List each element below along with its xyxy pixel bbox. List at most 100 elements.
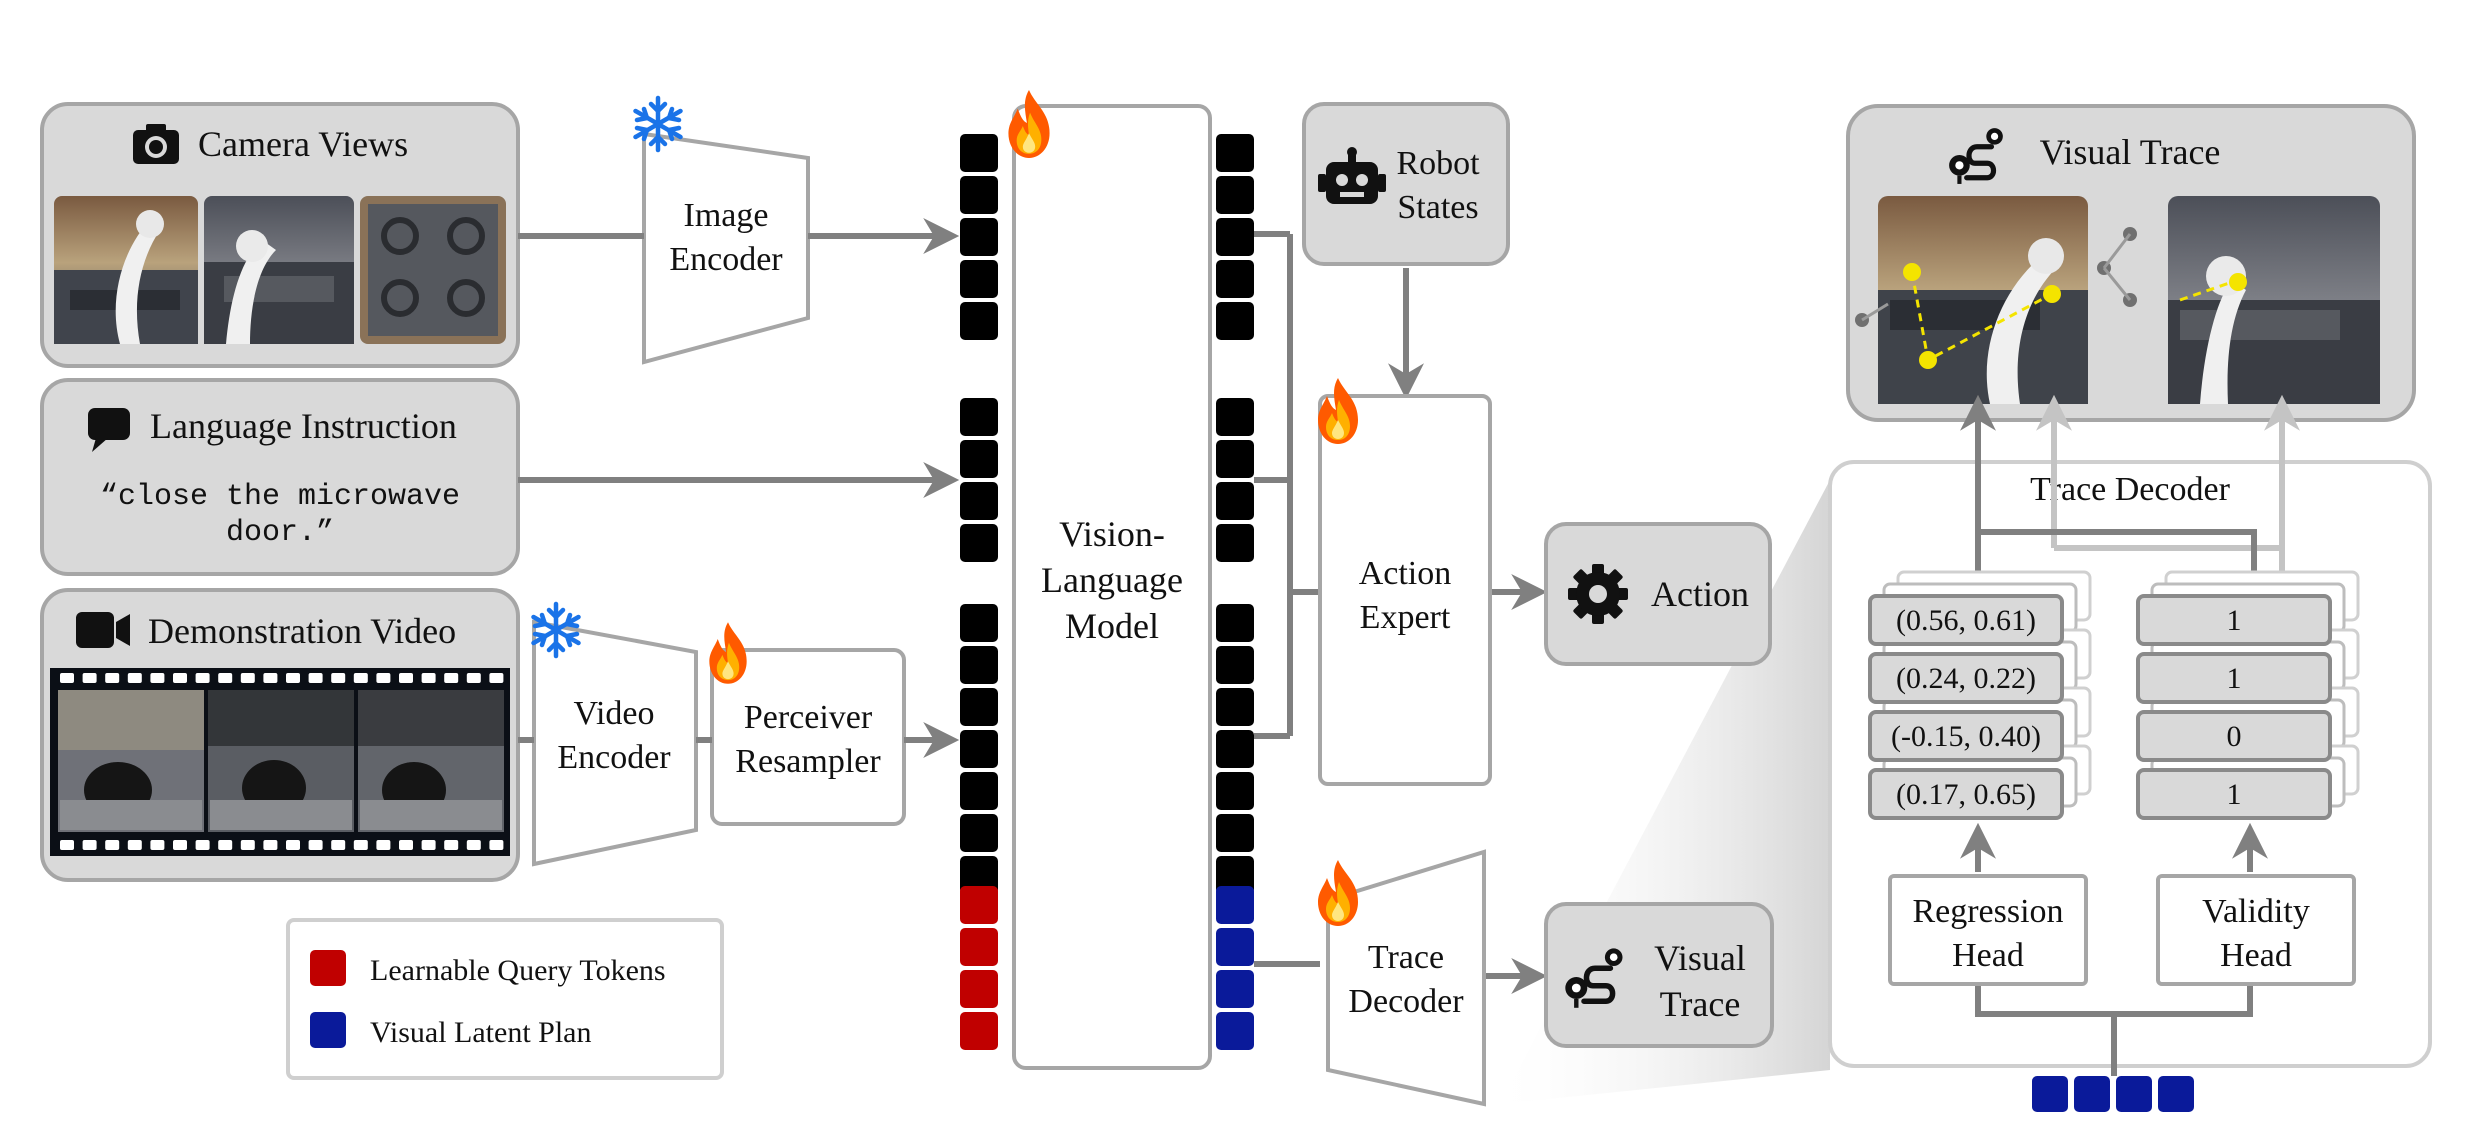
vlm-input-token — [960, 688, 998, 726]
learnable-query-token — [960, 928, 998, 966]
perceiver-line2: Resampler — [735, 743, 881, 780]
vlm-output-token — [1216, 604, 1254, 642]
film-perforation — [421, 673, 436, 683]
image-encoder-line2: Encoder — [669, 241, 783, 278]
film-perforation — [353, 840, 368, 850]
image-encoder-line1: Image — [684, 197, 769, 234]
vlm-output-token — [1216, 814, 1254, 852]
film-perforation — [218, 673, 233, 683]
trace-decoder-panel-title: Trace Decoder — [2030, 471, 2230, 508]
image-encoder: Image Encoder — [642, 131, 810, 365]
language-instruction-panel: Language Instruction “close the microwav… — [40, 378, 520, 576]
legend: Learnable Query Tokens Visual Latent Pla… — [286, 918, 724, 1080]
visual-trace-panel: Visual Trace — [1846, 104, 2416, 422]
validity-cell — [2136, 594, 2332, 646]
validity-cell — [2136, 710, 2332, 762]
trace-dots-separator — [1855, 227, 2137, 327]
vlm-input-token — [960, 440, 998, 478]
latent-plan-tokens — [2032, 1076, 2194, 1112]
perceiver-line1: Perceiver — [744, 699, 873, 736]
vlm-input-token — [960, 604, 998, 642]
film-perforation — [399, 673, 413, 683]
vlm-input-token — [960, 814, 998, 852]
coordinate-value: (0.56, 0.61) — [1896, 604, 2036, 637]
camera-views-panel: Camera Views — [40, 102, 520, 368]
film-perforation — [399, 840, 413, 850]
robot-states-line1: Robot — [1396, 145, 1480, 182]
learnable-query-token — [960, 970, 998, 1008]
visual-trace-line2: Trace — [1660, 984, 1741, 1024]
decoder-stacks: (0.56, 0.61)(0.24, 0.22)(-0.15, 0.40)(0.… — [1868, 570, 2360, 820]
vlm-output-token — [1216, 772, 1254, 810]
language-instruction-title: Language Instruction — [150, 406, 457, 446]
film-perforation — [376, 673, 391, 683]
robot-states-line2: States — [1397, 189, 1478, 226]
regression-head: Regression Head — [1888, 874, 2088, 986]
film-perforation — [444, 840, 459, 850]
camera-image-2 — [204, 196, 354, 344]
regression-head-line2: Head — [1952, 937, 2024, 974]
flame-icon — [1318, 860, 1358, 926]
coordinate-value: (-0.15, 0.40) — [1891, 720, 2041, 753]
coordinate-cell — [1868, 652, 2064, 704]
vlm-input-token — [960, 524, 998, 562]
film-perforation — [195, 673, 210, 683]
validity-value: 1 — [2227, 662, 2242, 695]
action-expert-line2: Expert — [1360, 599, 1451, 636]
visual-latent-plan-token — [2116, 1076, 2152, 1112]
validity-value: 0 — [2227, 720, 2242, 753]
vlm-token-columns — [960, 134, 1254, 1050]
action-expert-line1: Action — [1359, 555, 1452, 592]
action-box: Action — [1544, 522, 1772, 666]
film-perforation — [150, 673, 165, 683]
film-perforation — [82, 673, 97, 683]
demonstration-video-title: Demonstration Video — [148, 611, 456, 651]
video-encoder-line1: Video — [573, 695, 654, 732]
action-label: Action — [1651, 574, 1749, 614]
trace-decoder-small-line2: Decoder — [1348, 983, 1464, 1020]
vlm-input-token — [960, 134, 998, 172]
validity-head: Validity Head — [2156, 874, 2356, 986]
camera-views-title: Camera Views — [198, 124, 408, 164]
visual-latent-plan-token — [1216, 928, 1254, 966]
validity-cell — [2136, 652, 2332, 704]
validity-cell — [2136, 768, 2332, 820]
legend-swatch-latent — [310, 1012, 346, 1048]
vlm-output-token — [1216, 134, 1254, 172]
vlm-input-token — [960, 302, 998, 340]
visual-trace-line1: Visual — [1654, 938, 1746, 978]
vlm-output-token — [1216, 218, 1254, 256]
vlm-output-token — [1216, 482, 1254, 520]
speech-bubble-icon — [88, 408, 130, 452]
film-perforation — [489, 673, 504, 683]
film-perforation — [353, 673, 368, 683]
vlm-input-token — [960, 218, 998, 256]
film-perforation — [105, 673, 120, 683]
visual-latent-plan-token — [1216, 970, 1254, 1008]
film-perforation — [286, 840, 300, 850]
film-perforation — [195, 840, 210, 850]
film-strip — [50, 668, 510, 856]
legend-label-learnable: Learnable Query Tokens — [370, 954, 666, 987]
demonstration-video-panel: Demonstration Video — [40, 588, 520, 882]
visual-latent-plan-token — [2074, 1076, 2110, 1112]
vlm-input-token — [960, 730, 998, 768]
film-perforation — [263, 840, 278, 850]
action-expert-box: Action Expert — [1318, 394, 1492, 786]
camera-icon — [133, 124, 179, 164]
learnable-query-token — [960, 1012, 998, 1050]
validity-head-line2: Head — [2220, 937, 2292, 974]
perceiver-resampler: Perceiver Resampler — [710, 648, 906, 826]
flame-icon — [1008, 90, 1050, 158]
visual-trace-box: Visual Trace — [1544, 902, 1774, 1048]
trace-decoder-small: Trace Decoder — [1326, 849, 1486, 1107]
vlm-line3: Model — [1065, 606, 1159, 646]
vlm-input-token — [960, 260, 998, 298]
vlm-output-token — [1216, 646, 1254, 684]
vlm-output-token — [1216, 302, 1254, 340]
vlm-output-token — [1216, 260, 1254, 298]
learnable-query-token — [960, 886, 998, 924]
regression-head-line1: Regression — [1912, 893, 2063, 930]
robot-states-box: Robot States — [1302, 102, 1510, 266]
